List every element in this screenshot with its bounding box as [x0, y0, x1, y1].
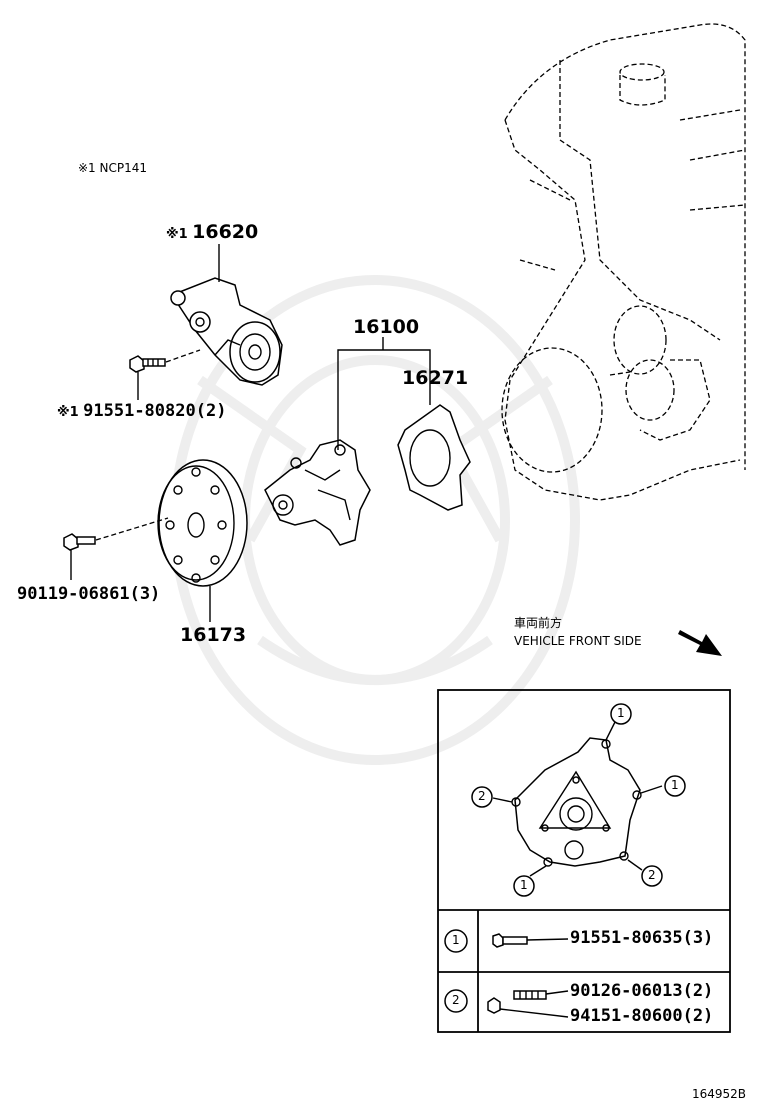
- note-label: ※1 NCP141: [78, 162, 147, 174]
- arrow-front-icon: [678, 630, 722, 656]
- label-16620: ※1 16620: [166, 223, 258, 242]
- mark-16620: ※1: [166, 227, 188, 242]
- watermark: [170, 275, 580, 765]
- bolt-90119-06861: [63, 517, 169, 580]
- tensioner-assembly: [170, 277, 283, 386]
- part-number-91551-80635: 91551-80635(3): [570, 928, 714, 948]
- direction-english: VEHICLE FRONT SIDE: [514, 634, 642, 648]
- engine-block: [501, 23, 746, 501]
- callout-2-right: 2: [648, 868, 656, 882]
- callout-1-right: 1: [671, 778, 679, 792]
- water-pump: [264, 439, 371, 546]
- callout-1-bottom: 1: [520, 878, 528, 892]
- part-number-16173: 16173: [180, 624, 247, 646]
- gasket: [397, 404, 471, 511]
- key-1: 1: [452, 933, 460, 947]
- note-text: NCP141: [99, 161, 148, 175]
- note-mark: ※1: [78, 161, 96, 175]
- illustration-id: 164952B: [692, 1087, 747, 1101]
- mark-91551-80820: ※1: [57, 405, 79, 420]
- part-number-16271: 16271: [402, 367, 469, 389]
- part-number-91551-80820: 91551-80820(2): [83, 401, 227, 421]
- part-number-94151-80600: 94151-80600(2): [570, 1006, 714, 1026]
- direction-japanese: 車両前方: [514, 616, 563, 630]
- bolt-91551-80820: [129, 349, 201, 400]
- callout-1-top: 1: [617, 706, 625, 720]
- detail-box: [437, 689, 731, 1033]
- callout-2-left: 2: [478, 789, 486, 803]
- pulley: [157, 459, 248, 622]
- part-number-16620: 16620: [192, 221, 259, 243]
- part-number-90119-06861: 90119-06861(3): [17, 584, 161, 604]
- leader-16100: [337, 349, 431, 450]
- key-2: 2: [452, 993, 460, 1007]
- label-91551-80820: ※1 91551-80820(2): [57, 403, 226, 420]
- part-number-16100: 16100: [353, 316, 420, 338]
- part-number-90126-06013: 90126-06013(2): [570, 981, 714, 1001]
